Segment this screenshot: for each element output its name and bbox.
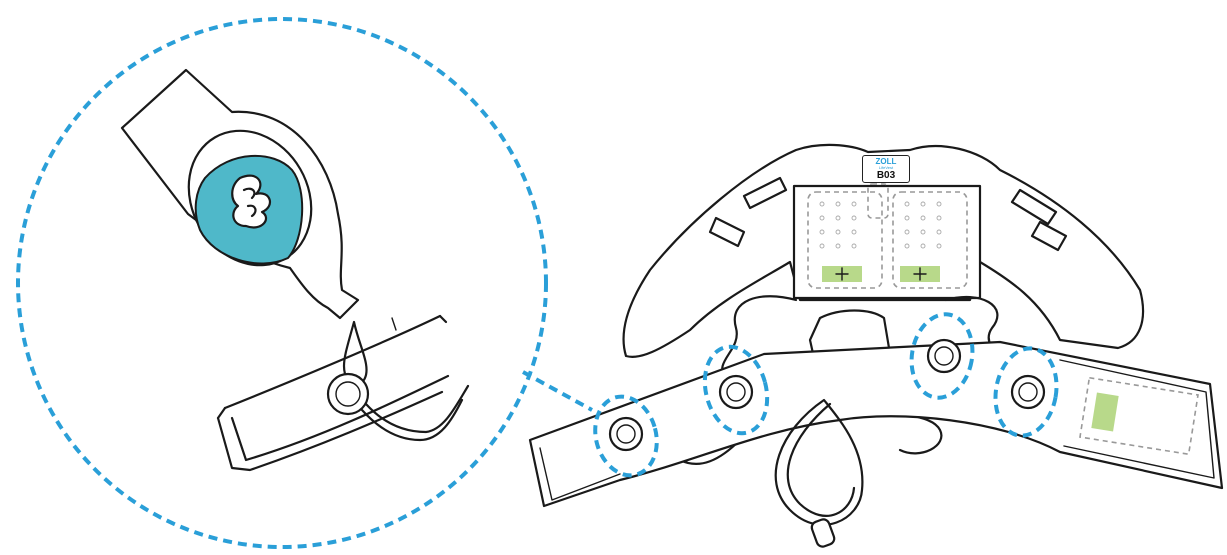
garment-label-tag: ZOLL LifeVest B03 (862, 155, 910, 183)
harness-garment-icon (530, 145, 1222, 548)
electrode-icon (328, 374, 368, 414)
belt-detail (218, 316, 468, 470)
label-code: B03 (863, 171, 909, 181)
callout-group (18, 19, 546, 547)
callout-connector (523, 372, 592, 410)
gel-pack-icon (122, 70, 358, 318)
callout-circle (18, 19, 546, 547)
